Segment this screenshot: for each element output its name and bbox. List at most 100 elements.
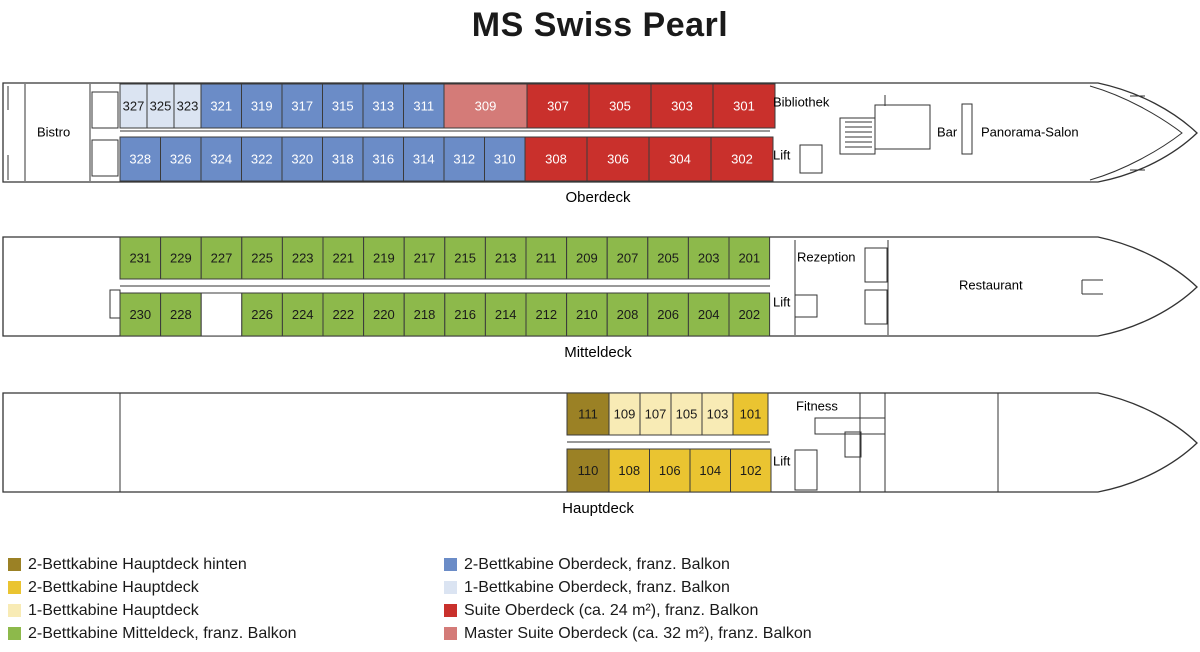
cabin-number-110: 110 (578, 463, 599, 478)
cabin-number-210: 210 (576, 307, 598, 322)
legend-label: 2-Bettkabine Hauptdeck (28, 579, 199, 596)
legend-swatch (444, 581, 457, 594)
cabin-208 (606, 292, 649, 337)
cabin-number-227: 227 (211, 250, 233, 265)
cabin-321 (200, 83, 242, 129)
cabin-224 (281, 292, 324, 337)
cabin-number-228: 228 (170, 307, 192, 322)
cabin-number-307: 307 (547, 98, 569, 113)
cabin-number-318: 318 (332, 151, 354, 166)
legend-label: 1-Bettkabine Oberdeck, franz. Balkon (464, 579, 730, 596)
cabin-number-303: 303 (671, 98, 693, 113)
cabin-number-203: 203 (698, 250, 720, 265)
cabin-227 (200, 236, 243, 280)
cabin-number-218: 218 (414, 307, 436, 322)
room-bistro: Bistro (37, 124, 70, 139)
cabin-number-219: 219 (373, 250, 395, 265)
cabin-number-111: 111 (578, 406, 598, 421)
cabin-209 (566, 236, 608, 280)
cabin-111 (566, 392, 610, 436)
cabin-number-217: 217 (414, 250, 436, 265)
cabin-226 (241, 292, 283, 337)
cabin-number-101: 101 (740, 406, 762, 421)
cabin-number-223: 223 (292, 250, 314, 265)
cabin-323 (173, 83, 202, 129)
cabin-101 (732, 392, 769, 436)
cabin-313 (362, 83, 404, 129)
cabin-225 (241, 236, 283, 280)
cabin-number-104: 104 (699, 463, 721, 478)
cabin-316 (362, 136, 404, 182)
cabin-204 (687, 292, 730, 337)
cabin-202 (728, 292, 771, 337)
cabin-number-315: 315 (332, 98, 354, 113)
cabin-214 (484, 292, 527, 337)
cabin-number-306: 306 (607, 151, 629, 166)
cabin-number-222: 222 (332, 307, 354, 322)
room-lift-hauptdeck: Lift (773, 453, 791, 468)
cabin-number-316: 316 (372, 151, 394, 166)
cabin-number-215: 215 (454, 250, 476, 265)
cabin-103 (701, 392, 734, 436)
room-bar: Bar (937, 124, 958, 139)
legend-label: 1-Bettkabine Hauptdeck (28, 602, 199, 619)
cabin-number-312: 312 (453, 151, 475, 166)
cabin-number-202: 202 (738, 307, 760, 322)
cabin-number-207: 207 (617, 250, 639, 265)
cabin-106 (649, 448, 691, 493)
cabin-number-317: 317 (291, 98, 313, 113)
cabin-222 (322, 292, 365, 337)
legend-label: 2-Bettkabine Hauptdeck hinten (28, 556, 247, 573)
room-fitness: Fitness (796, 398, 838, 413)
cabin-number-106: 106 (659, 463, 681, 478)
cabin-311 (403, 83, 445, 129)
cabin-number-225: 225 (251, 250, 273, 265)
legend-label: Master Suite Oberdeck (ca. 32 m²), franz… (464, 625, 812, 642)
cabin-201 (728, 236, 771, 280)
cabin-number-311: 311 (413, 98, 434, 113)
cabin-number-205: 205 (657, 250, 679, 265)
cabin-number-212: 212 (535, 307, 557, 322)
room-lift-mitteldeck: Lift (773, 294, 791, 309)
cabin-number-107: 107 (645, 406, 667, 421)
cabin-229 (160, 236, 202, 280)
cabin-number-230: 230 (129, 307, 151, 322)
cabin-213 (484, 236, 527, 280)
cabin-309 (443, 83, 528, 129)
cabin-218 (403, 292, 446, 337)
cabin-102 (730, 448, 772, 493)
cabin-number-103: 103 (707, 406, 729, 421)
cabin-105 (670, 392, 703, 436)
cabin-number-224: 224 (292, 307, 314, 322)
cabin-number-221: 221 (332, 250, 354, 265)
cabin-322 (241, 136, 283, 182)
cabin-312 (443, 136, 485, 182)
cabin-number-214: 214 (495, 307, 517, 322)
cabin-324 (200, 136, 242, 182)
cabin-203 (687, 236, 730, 280)
cabin-109 (608, 392, 641, 436)
cabin-310 (484, 136, 526, 182)
cabin-303 (650, 83, 714, 129)
cabin-number-226: 226 (251, 307, 273, 322)
cabin-223 (281, 236, 324, 280)
cabin-325 (146, 83, 175, 129)
cabin-number-327: 327 (123, 98, 145, 113)
cabin-230 (119, 292, 162, 337)
legend-label: Suite Oberdeck (ca. 24 m²), franz. Balko… (464, 602, 759, 619)
cabin-number-326: 326 (170, 151, 192, 166)
cabin-301 (712, 83, 776, 129)
cabin-number-302: 302 (731, 151, 753, 166)
cabin-108 (608, 448, 650, 493)
cabin-number-301: 301 (733, 98, 755, 113)
cabin-number-206: 206 (657, 307, 679, 322)
room-panorama-salon: Panorama-Salon (981, 124, 1079, 139)
cabin-number-309: 309 (475, 98, 497, 113)
cabin-number-324: 324 (210, 151, 232, 166)
room-rezeption: Rezeption (797, 249, 856, 264)
cabin-302 (710, 136, 774, 182)
deck-name-hauptdeck: Hauptdeck (562, 500, 634, 517)
legend-label: 2-Bettkabine Oberdeck, franz. Balkon (464, 556, 730, 573)
cabin-107 (639, 392, 672, 436)
